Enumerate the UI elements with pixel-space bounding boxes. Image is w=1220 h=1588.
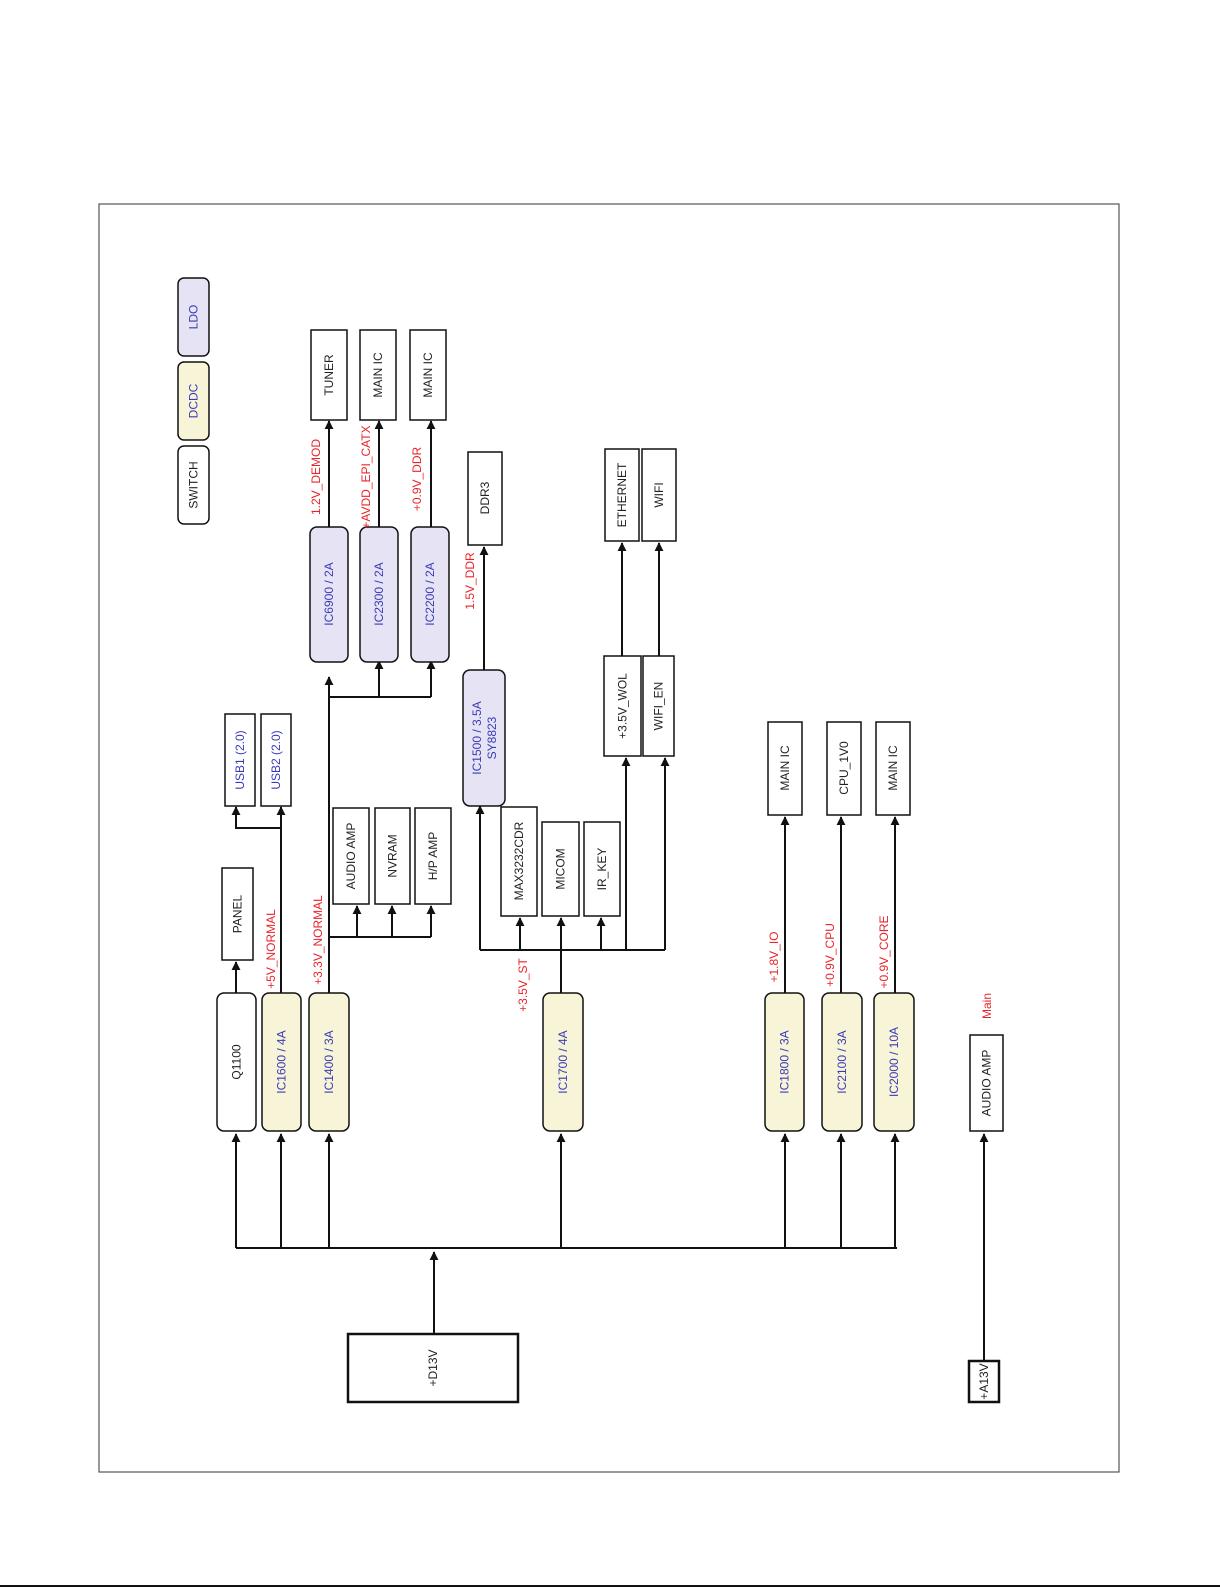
a13v-box — [967, 1359, 1001, 1404]
ic6900-label: IC6900 / 2A — [322, 562, 336, 625]
q1100-box — [216, 992, 257, 1132]
rail-09v-ddr: +0.9V_DDR — [410, 446, 424, 511]
micom-box — [541, 821, 580, 917]
panel-label: PANEL — [231, 894, 245, 933]
legend-dcdc-box — [177, 361, 210, 441]
cpu-1v0-box — [826, 721, 862, 816]
ic1600-label: IC1600 / 4A — [275, 1030, 289, 1093]
ic1500-label-1: IC1500 / 3.5A — [470, 701, 484, 774]
ic1700-label: IC1700 / 4A — [556, 1030, 570, 1093]
ic1400-box — [308, 992, 350, 1132]
ic1800-box — [764, 992, 805, 1132]
rail-12v-demod: 1.2V_DEMOD — [309, 439, 323, 515]
diagram-frame — [98, 203, 1120, 1473]
ic1500-label-2: SY8823 — [485, 716, 499, 759]
audio-amp-label: AUDIO AMP — [344, 823, 358, 890]
wifi-en-label: WIFI_EN — [652, 682, 666, 731]
micom-label: MICOM — [554, 848, 568, 889]
d13v-label: +D13V — [426, 1349, 440, 1386]
main-ic-1-label: MAIN IC — [371, 352, 385, 398]
q1100-label: Q1100 — [230, 1044, 244, 1079]
ic2200-box — [410, 526, 450, 663]
usb2-label: USB2 (2.0) — [269, 730, 283, 789]
max3232-box — [500, 806, 538, 917]
ir-key-box — [583, 821, 621, 917]
rail-09v-cpu: +0.9V_CPU — [823, 923, 837, 987]
main-ic-2-label: MAIN IC — [421, 352, 435, 398]
ethernet-box — [604, 448, 640, 542]
ic1800-label: IC1800 / 3A — [778, 1030, 792, 1093]
ic2000-label: IC2000 / 10A — [887, 1027, 901, 1097]
tuner-label: TUNER — [322, 354, 336, 396]
main-ic-2-box — [409, 329, 447, 421]
nvram-box — [374, 807, 411, 905]
rail-18v-io: +1.8V_IO — [767, 931, 781, 982]
ddr3-box — [467, 451, 503, 546]
v35-wol-label: +3.5V_WOL — [616, 673, 630, 739]
max3232-label: MAX3232CDR — [512, 821, 526, 900]
rail-15v-ddr: 1.5V_DDR — [463, 552, 477, 610]
wire-usb-branch — [231, 806, 281, 829]
wifi-box — [641, 448, 677, 542]
main-ic-1-box — [359, 329, 397, 421]
legend-dcdc-label: DCDC — [187, 383, 201, 418]
wires — [231, 420, 989, 1361]
ic1600-box — [261, 992, 302, 1132]
wifi-en-box — [642, 655, 675, 757]
hp-amp-label: H/P AMP — [426, 832, 440, 880]
legend-switch-label: SWITCH — [187, 461, 201, 508]
d13v-box — [346, 1332, 520, 1404]
rail-35v-st: +3.5V_ST — [516, 957, 530, 1011]
rail-5v-normal: +5V_NORMAL — [264, 909, 278, 989]
usb2-box — [260, 713, 292, 807]
legend-ldo-box — [177, 277, 210, 357]
main-ic-4-label: MAIN IC — [886, 745, 900, 791]
main-ic-3-box — [767, 721, 803, 816]
ic6900-box — [309, 526, 349, 663]
main-ic-4-box — [875, 721, 911, 816]
legend-ldo-label: LDO — [187, 305, 201, 330]
panel-box — [221, 867, 254, 961]
rail-avdd-epi-catx: +AVDD_EPI_CATX — [359, 425, 373, 528]
audio-amp-box — [332, 807, 370, 905]
main-label: Main — [980, 993, 994, 1019]
rail-33v-normal: +3.3V_NORMAL — [311, 895, 325, 985]
a13v-label: +A13V — [977, 1363, 991, 1399]
ethernet-label: ETHERNET — [615, 462, 629, 527]
main-ic-3-label: MAIN IC — [778, 745, 792, 791]
ir-key-label: IR_KEY — [595, 848, 609, 891]
ic2100-label: IC2100 / 3A — [835, 1030, 849, 1093]
ic1400-label: IC1400 / 3A — [322, 1030, 336, 1093]
cpu-1v0-label: CPU_1V0 — [837, 741, 851, 795]
usb1-box — [224, 713, 256, 807]
boxes — [177, 277, 1004, 1404]
hp-amp-box — [414, 807, 452, 905]
tuner-box — [310, 329, 348, 421]
ic1700-box — [542, 992, 584, 1132]
wifi-label: WIFI — [652, 482, 666, 507]
labels: SWITCH DCDC LDO Q1100 IC1600 / 4A IC1400… — [187, 305, 995, 1400]
ic1500-box — [462, 669, 506, 807]
legend-switch-box — [177, 445, 210, 525]
ic2300-label: IC2300 / 2A — [372, 562, 386, 625]
ic2200-label: IC2200 / 2A — [423, 562, 437, 625]
ddr3-label: DDR3 — [478, 481, 492, 514]
audio-amp-main-box — [969, 1034, 1004, 1132]
ic2000-box — [873, 992, 915, 1132]
usb1-label: USB1 (2.0) — [233, 730, 247, 789]
rail-09v-core: +0.9V_CORE — [877, 915, 891, 988]
nvram-label: NVRAM — [386, 834, 400, 877]
ic2300-box — [359, 526, 399, 663]
v35-wol-box — [603, 655, 642, 757]
audio-amp-main-label: AUDIO AMP — [980, 1050, 994, 1117]
ic2100-box — [821, 992, 863, 1132]
